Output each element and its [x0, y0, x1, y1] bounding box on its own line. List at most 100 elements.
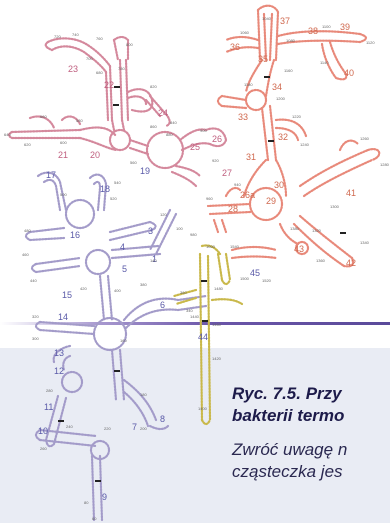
position-tick: 760: [96, 36, 103, 41]
helix-label: 16: [70, 230, 80, 240]
position-tick: 420: [80, 286, 87, 291]
position-tick: 540: [114, 180, 121, 185]
helix-label: 14: [58, 312, 68, 322]
helix-label: 28: [228, 204, 238, 214]
helix-label: 6: [160, 300, 165, 310]
position-tick: 400: [114, 288, 121, 293]
position-tick: 900: [200, 128, 207, 133]
helix-label: 1: [152, 254, 157, 264]
helix-label: 3: [148, 226, 153, 236]
position-tick: 160: [120, 338, 127, 343]
position-tick: 600: [60, 140, 67, 145]
position-tick: 880: [166, 132, 173, 137]
position-tick: 1440: [190, 314, 200, 319]
position-tick: 1180: [244, 82, 253, 87]
helix-label: 29: [266, 196, 276, 206]
figure-caption-text-line2: cząsteczka jes: [232, 462, 343, 481]
helix-label: 18: [100, 184, 110, 194]
domain-yellow: [172, 244, 244, 426]
position-tick: 1220: [292, 114, 302, 119]
domain-pink: [7, 35, 228, 188]
position-tick: 1420: [212, 356, 222, 361]
position-tick: 1160: [284, 68, 293, 73]
position-tick: 1460: [212, 322, 222, 327]
position-tick: 180: [140, 392, 147, 397]
helix-label: 41: [346, 188, 356, 198]
position-tick: 300: [32, 336, 39, 341]
helix-label: 42: [346, 258, 356, 268]
position-tick: 1000: [206, 244, 216, 249]
position-tick: 100: [176, 226, 183, 231]
position-tick: 580: [76, 118, 83, 123]
position-tick: 1300: [330, 204, 340, 209]
helix-label: 4: [120, 242, 125, 252]
position-tick: 1380: [290, 226, 300, 231]
helix-label: 34: [272, 82, 282, 92]
position-tick: 1120: [366, 40, 375, 45]
position-tick: 380: [140, 282, 147, 287]
position-tick: 1240: [300, 142, 310, 147]
helix-label: 20: [90, 150, 100, 160]
helix-label: 35: [258, 54, 268, 64]
position-tick: 740: [72, 32, 79, 37]
position-tick: 780: [118, 66, 125, 71]
helix-label: 37: [280, 16, 290, 26]
helix-label: 44: [198, 332, 208, 342]
position-ticks: 1040 1060 1080 1100 1120 1140 1160 1180 …: [4, 16, 390, 521]
domain-lavender: [24, 171, 208, 522]
position-tick: 240: [66, 424, 73, 429]
helix-label: 11: [44, 402, 53, 412]
junction-markers: [58, 76, 346, 482]
position-tick: 1040: [262, 16, 272, 21]
position-tick: 680: [96, 70, 103, 75]
helix-label: 22: [104, 80, 114, 90]
helix-label: 13: [54, 348, 64, 358]
position-tick: 620: [24, 142, 31, 147]
helix-label: 39: [340, 22, 350, 32]
position-tick: 820: [150, 84, 157, 89]
position-tick: 200: [140, 426, 147, 431]
domain-red: [206, 4, 381, 268]
helix-label: 26a: [240, 190, 255, 200]
position-tick: 280: [46, 388, 53, 393]
position-tick: 960: [206, 196, 213, 201]
helix-label: 23: [68, 64, 78, 74]
position-tick: 520: [110, 196, 117, 201]
figure-caption-title-line2: bakterii termo: [232, 406, 345, 425]
position-tick: 1320: [312, 228, 322, 233]
position-tick: 1080: [286, 38, 296, 43]
position-tick: 1280: [380, 162, 390, 167]
position-tick: 260: [40, 446, 47, 451]
caption-background-panel: [0, 348, 390, 523]
position-tick: 500: [60, 192, 67, 197]
position-tick: 480: [24, 228, 31, 233]
helix-label: 27: [222, 168, 232, 178]
gradient-divider-line: [0, 322, 390, 325]
position-tick: 80: [84, 500, 89, 505]
figure-caption-text-line1: Zwróć uwagę n: [232, 440, 348, 459]
helix-label: 5: [122, 264, 127, 274]
helix-label: 30: [274, 180, 284, 190]
helix-label: 24: [158, 108, 168, 118]
position-tick: 120: [160, 212, 167, 217]
helix-label: 40: [344, 68, 354, 78]
figure-caption-title-line1: Ryc. 7.5. Przy: [232, 384, 342, 403]
position-tick: 1360: [316, 258, 326, 263]
position-tick: 440: [30, 278, 37, 283]
position-tick: 1260: [360, 136, 370, 141]
helix-label: 43: [294, 244, 304, 254]
position-tick: 1500: [240, 276, 250, 281]
position-tick: 460: [22, 252, 29, 257]
helix-label: 25: [190, 142, 200, 152]
position-tick: 920: [212, 158, 219, 163]
position-tick: 1200: [276, 96, 286, 101]
helix-label: 45: [250, 268, 260, 278]
helix-labels: 1 3 4 5 6 7 8 9 10 11 12 13 14 15 16 17 …: [38, 16, 356, 502]
position-tick: 140: [150, 258, 157, 263]
position-tick: 560: [130, 160, 137, 165]
helix-label: 38: [308, 26, 318, 36]
position-tick: 360: [180, 290, 187, 295]
helix-label: 33: [238, 112, 248, 122]
position-tick: 1520: [262, 278, 272, 283]
